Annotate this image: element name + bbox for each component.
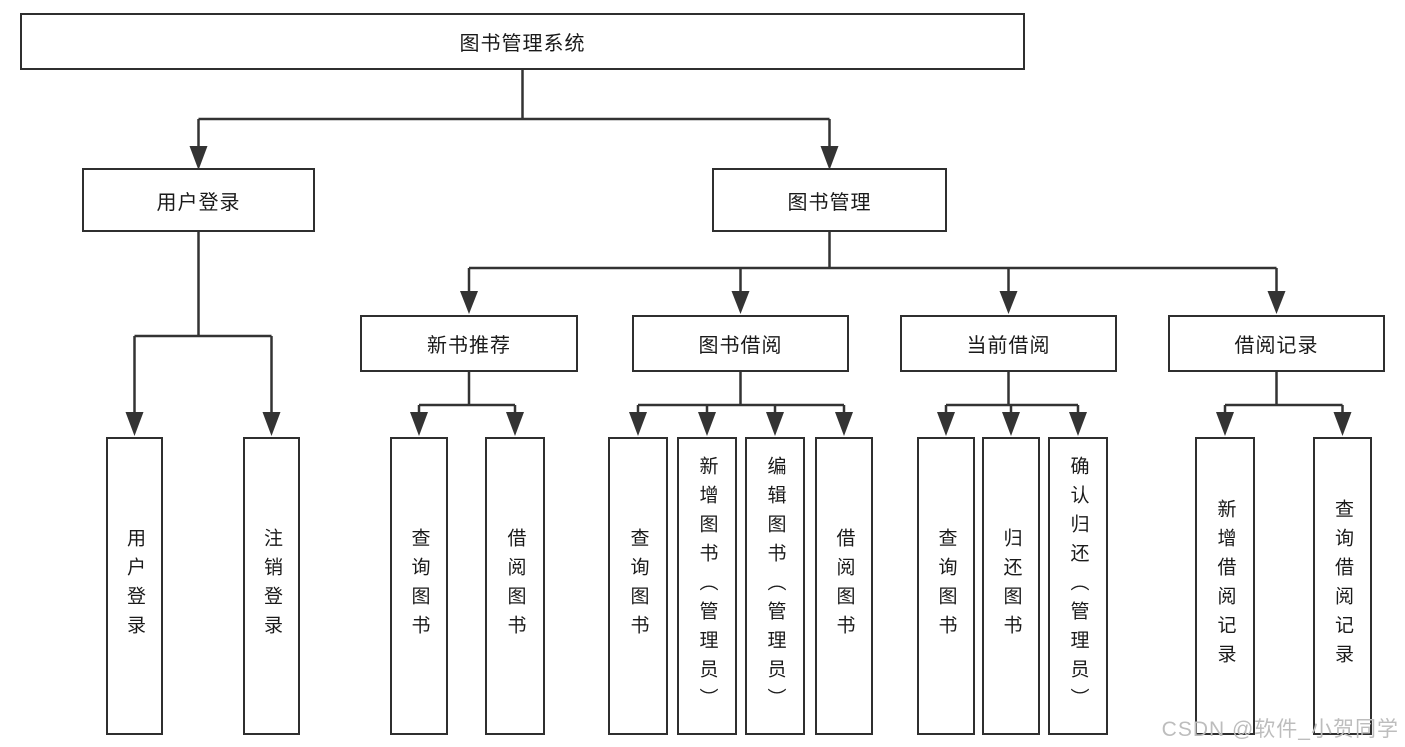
node-borrow-records: 借阅记录	[1168, 315, 1385, 372]
node-book-borrowing: 图书借阅	[632, 315, 849, 372]
node-user-login: 用户登录	[82, 168, 315, 232]
leaf-query-books-borrow-label: 查询图书	[627, 528, 649, 644]
watermark: CSDN @软件_小贺同学	[1161, 718, 1399, 741]
leaf-query-borrow-record-label: 查询借阅记录	[1332, 499, 1353, 673]
leaf-edit-books-admin: 编辑图书（管理员）	[745, 437, 805, 735]
leaf-query-books-current: 查询图书	[917, 437, 975, 735]
leaf-add-books-admin-label: 新增图书（管理员）	[696, 455, 718, 717]
node-book-management-label: 图书管理	[787, 191, 872, 214]
leaf-user-login-label: 用户登录	[124, 528, 145, 644]
leaf-add-books-admin: 新增图书（管理员）	[677, 437, 737, 735]
node-new-book-recommend-label: 新书推荐	[427, 335, 511, 357]
node-current-borrowing-label: 当前借阅	[966, 335, 1051, 357]
leaf-logout: 注销登录	[243, 437, 300, 735]
leaf-query-books-recommend: 查询图书	[390, 437, 448, 735]
node-user-login-label: 用户登录	[156, 191, 241, 214]
leaf-edit-books-admin-label: 编辑图书（管理员）	[764, 455, 786, 717]
leaf-return-books-label: 归还图书	[1000, 528, 1022, 644]
leaf-query-books-recommend-label: 查询图书	[408, 528, 430, 644]
leaf-query-borrow-record: 查询借阅记录	[1313, 437, 1372, 735]
leaf-borrow-books-recommend: 借阅图书	[485, 437, 545, 735]
leaf-add-borrow-record: 新增借阅记录	[1195, 437, 1255, 735]
leaf-query-books-borrow: 查询图书	[608, 437, 668, 735]
node-borrow-records-label: 借阅记录	[1234, 335, 1319, 357]
leaf-return-books: 归还图书	[982, 437, 1040, 735]
leaf-borrow-books-recommend-label: 借阅图书	[504, 528, 526, 644]
leaf-add-borrow-record-label: 新增借阅记录	[1214, 499, 1236, 673]
node-library-system: 图书管理系统	[20, 13, 1025, 70]
node-book-borrowing-label: 图书借阅	[698, 335, 783, 357]
leaf-confirm-return-admin-label: 确认归还（管理员）	[1067, 455, 1089, 717]
node-new-book-recommend: 新书推荐	[360, 315, 578, 372]
leaf-borrow-books-label: 借阅图书	[833, 528, 855, 644]
leaf-logout-label: 注销登录	[261, 528, 282, 644]
leaf-borrow-books: 借阅图书	[815, 437, 873, 735]
node-book-management: 图书管理	[712, 168, 947, 232]
node-current-borrowing: 当前借阅	[900, 315, 1117, 372]
leaf-confirm-return-admin: 确认归还（管理员）	[1048, 437, 1108, 735]
leaf-user-login: 用户登录	[106, 437, 163, 735]
leaf-query-books-current-label: 查询图书	[935, 528, 957, 644]
node-library-system-label: 图书管理系统	[459, 33, 586, 55]
